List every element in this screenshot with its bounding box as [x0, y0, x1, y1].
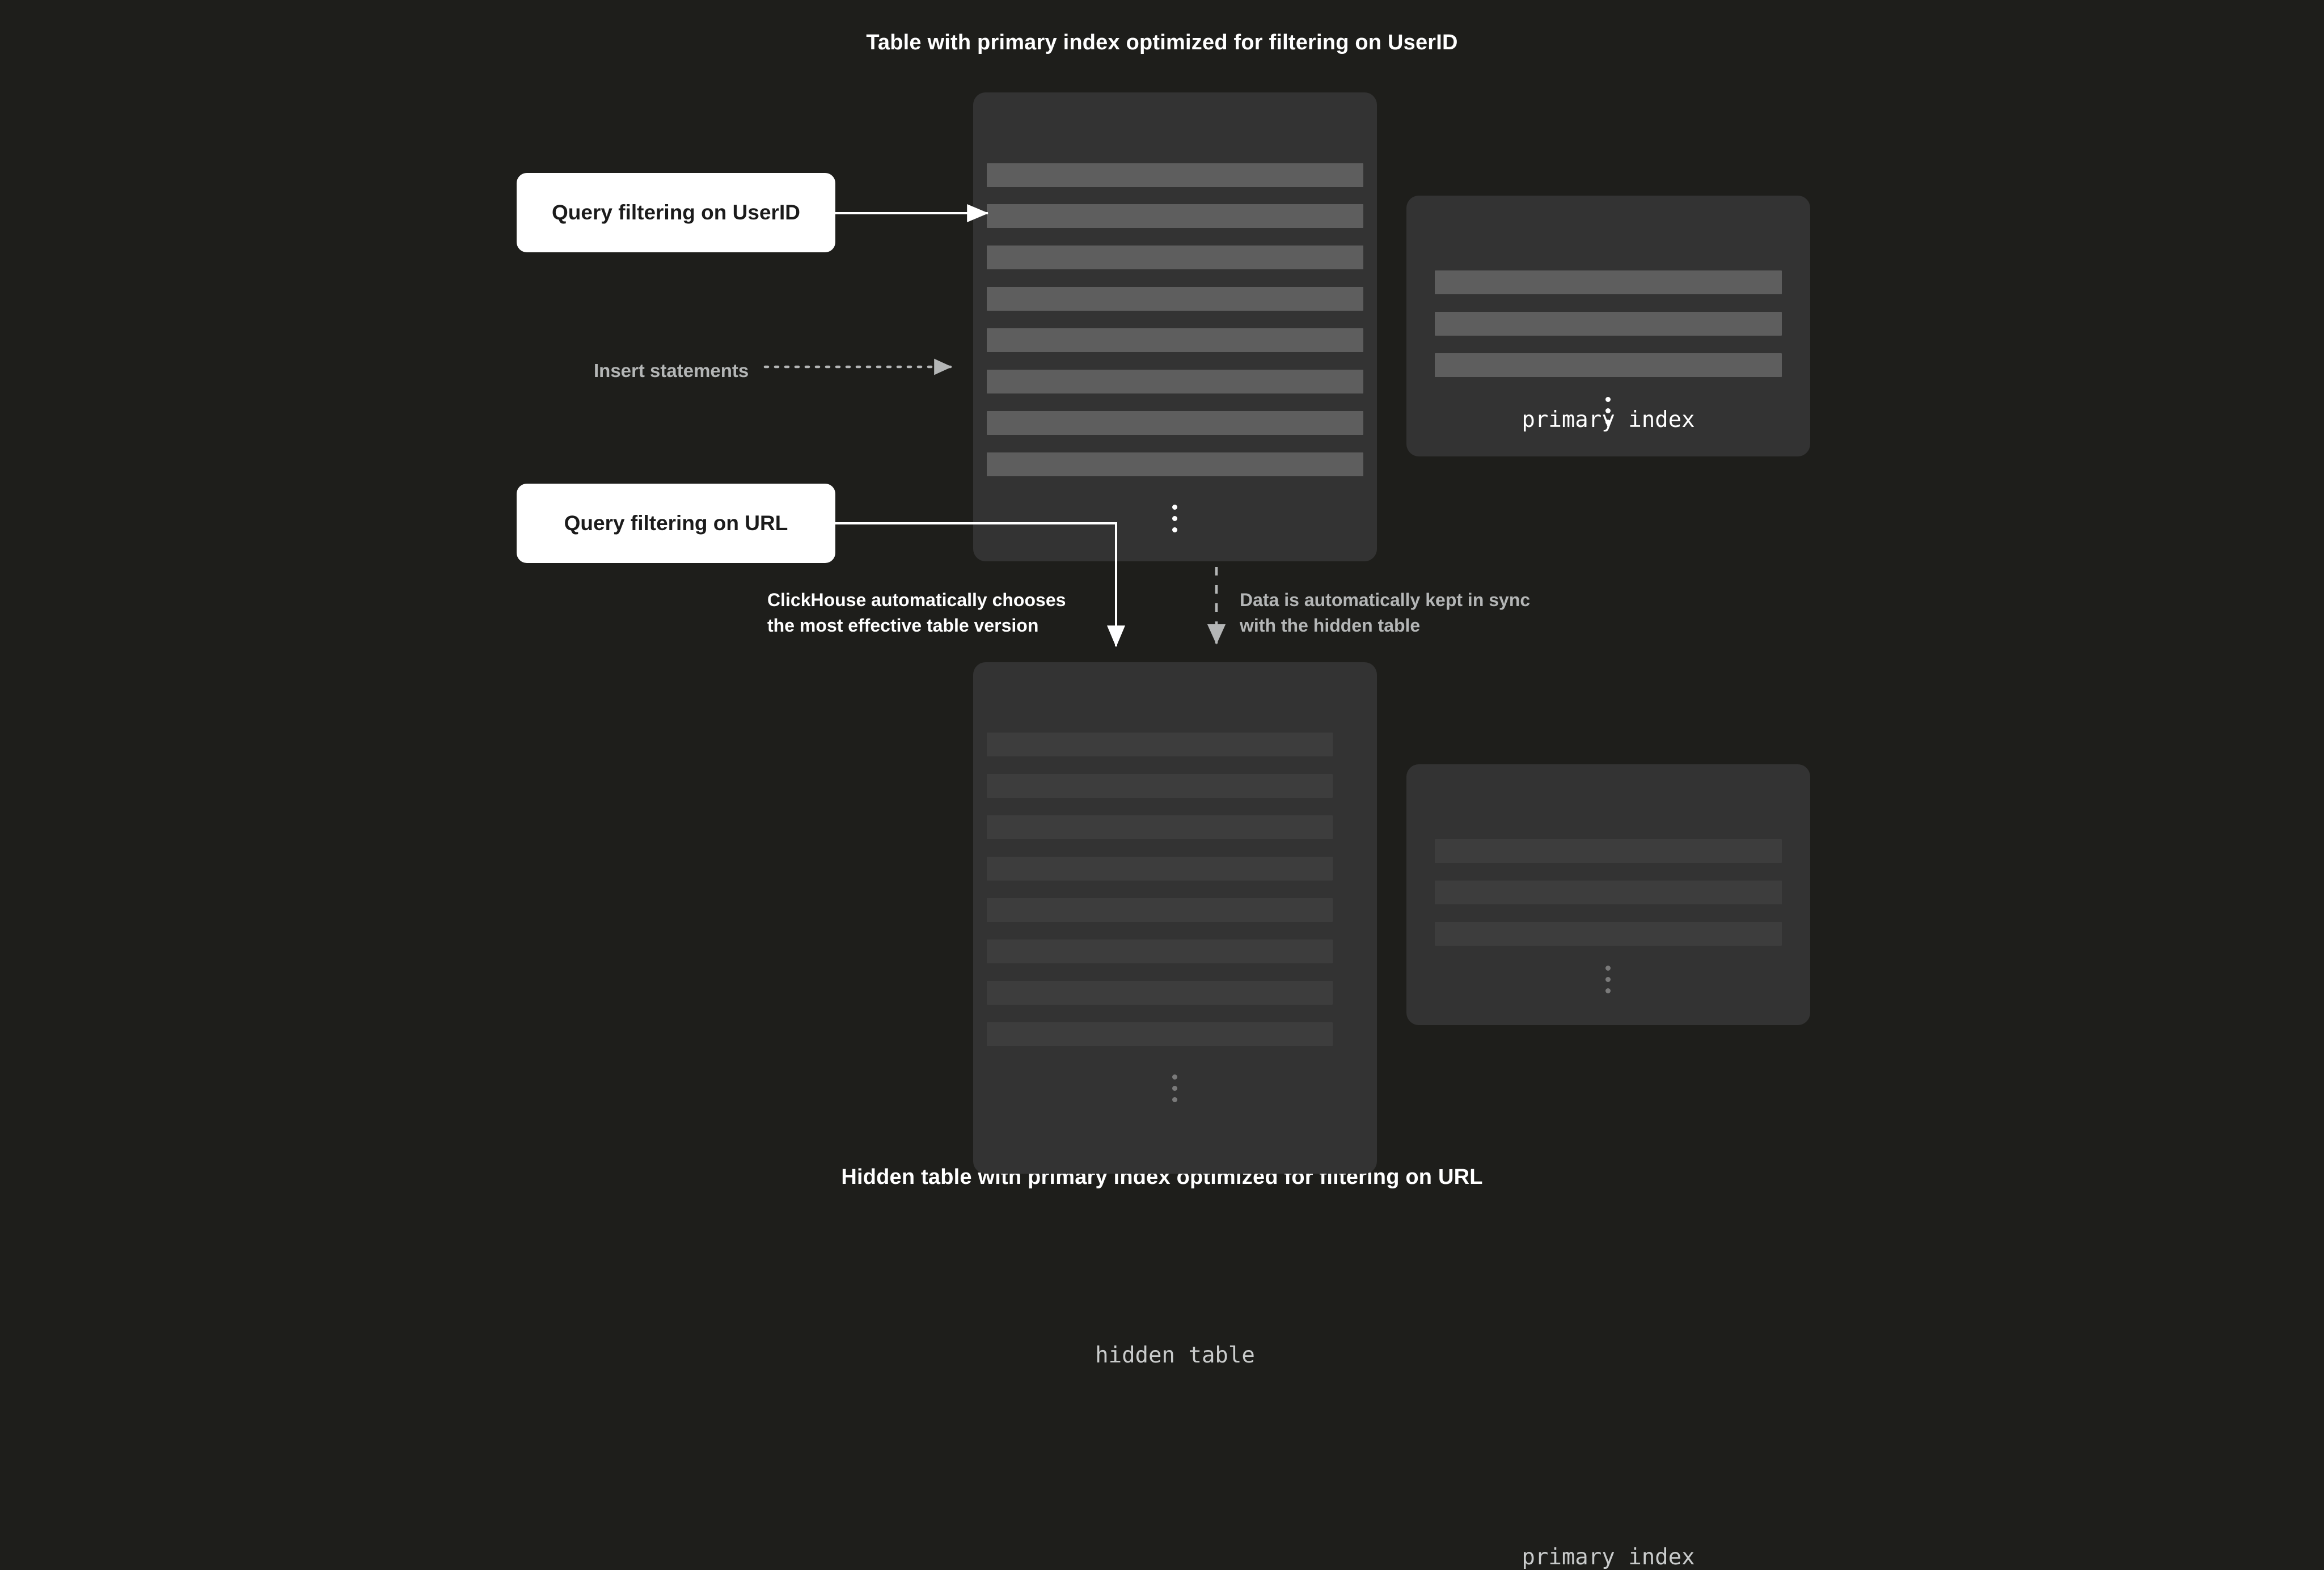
table-row	[987, 1022, 1333, 1046]
index-row	[1435, 270, 1782, 294]
table-row	[987, 733, 1333, 756]
query-filtering-userid-callout[interactable]: Query filtering on UserID	[517, 173, 835, 252]
table-row	[987, 981, 1333, 1005]
table-row	[987, 774, 1333, 798]
primary-index-bottom-title: primary index	[1522, 1544, 1695, 1570]
table-row	[987, 940, 1333, 963]
index-row	[1435, 839, 1782, 863]
insert-statements-label: Insert statements	[594, 360, 749, 381]
table-row	[987, 452, 1363, 476]
index-row	[1435, 312, 1782, 336]
table-row	[987, 815, 1333, 839]
query-filtering-url-callout[interactable]: Query filtering on URL	[517, 484, 835, 563]
url-query-connector	[835, 522, 1125, 648]
data-kept-in-sync-label: Data is automatically kept in sync with …	[1240, 590, 1531, 636]
primary-index-top-ellipsis-icon	[1605, 397, 1611, 425]
table-row	[987, 287, 1363, 311]
index-row	[1435, 922, 1782, 946]
table-row	[987, 857, 1333, 881]
hidden-table-ellipsis-icon	[1172, 1074, 1177, 1102]
top-caption: Table with primary index optimized for f…	[866, 31, 1458, 54]
clickhouse-chooses-label: ClickHouse automatically chooses the mos…	[767, 590, 1066, 636]
table1-panel: table 1	[973, 92, 1377, 561]
hidden-table-panel: hidden table	[973, 662, 1377, 1368]
table-row	[987, 328, 1363, 352]
table-row	[987, 411, 1363, 435]
table-row	[987, 370, 1363, 393]
index-row	[1435, 353, 1782, 377]
primary-index-top-panel: primary index	[1406, 196, 1810, 456]
table-row	[987, 163, 1363, 187]
table1-ellipsis-icon	[1172, 505, 1177, 532]
primary-index-bottom-ellipsis-icon	[1605, 966, 1611, 993]
table-row	[987, 204, 1363, 228]
connector-layer	[763, 204, 1226, 648]
hidden-table-title: hidden table	[1095, 1343, 1255, 1368]
table-row	[987, 898, 1333, 922]
diagram-canvas: Table with primary index optimized for f…	[517, 31, 1810, 1570]
index-row	[1435, 881, 1782, 904]
table-row	[987, 246, 1363, 269]
